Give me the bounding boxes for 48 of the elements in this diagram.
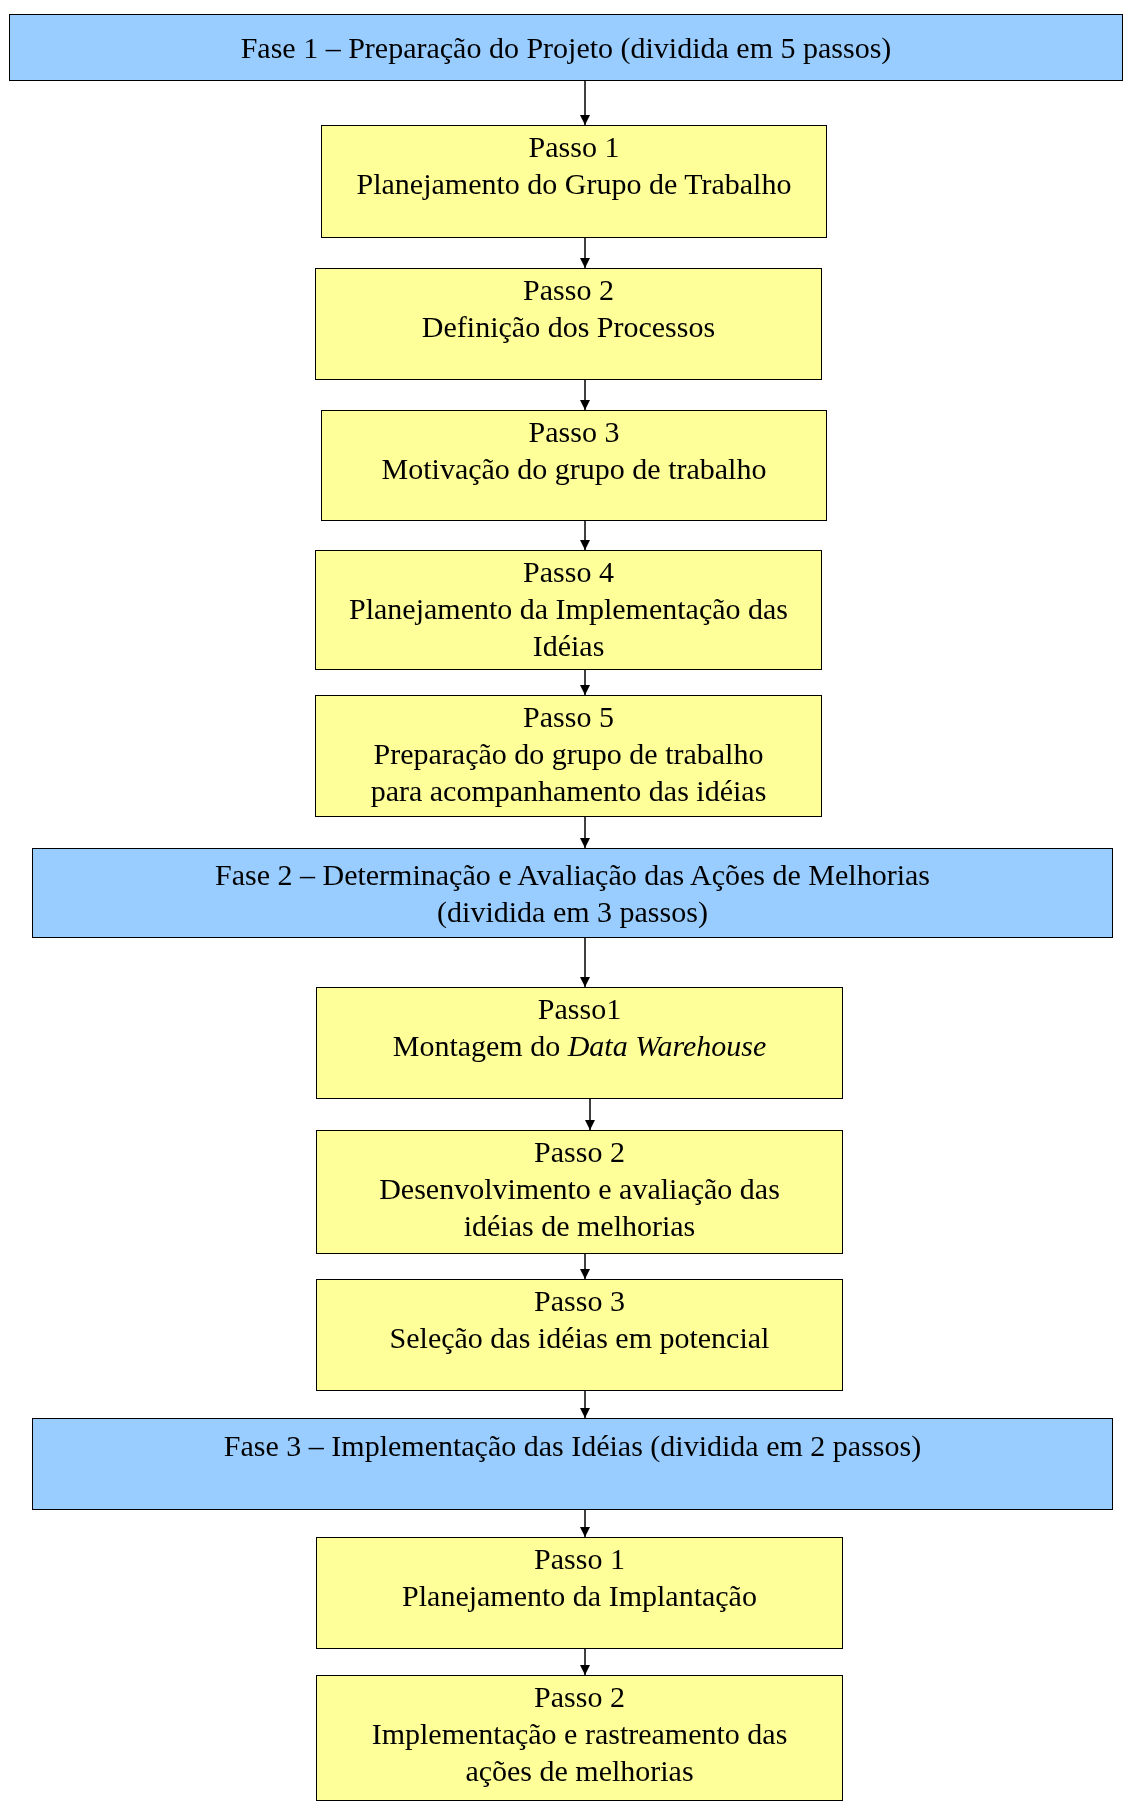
- phase-box: [32, 1418, 1113, 1510]
- step-box: [316, 1279, 843, 1391]
- step-number: Passo 1: [528, 129, 620, 165]
- step-box: [321, 125, 827, 238]
- step-number: Passo 1: [534, 1541, 625, 1577]
- step-description: Planejamento do Grupo de Trabalho: [356, 166, 792, 202]
- step-number: Passo 3: [528, 414, 620, 450]
- arrow: [580, 379, 590, 411]
- step-box: [321, 410, 827, 521]
- step-number: Passo 5: [523, 699, 614, 735]
- phase-title: Fase 3 – Implementação das Idéias (dividida em 2 passos): [223, 1428, 922, 1464]
- arrow: [580, 816, 590, 849]
- arrow: [585, 1098, 595, 1131]
- step-number: Passo 2: [534, 1134, 625, 1170]
- arrow: [580, 1253, 590, 1280]
- step-description: Montagem do Data Warehouse: [392, 1028, 767, 1064]
- step-description: Planejamento da Implantação: [402, 1578, 757, 1614]
- arrow: [580, 80, 590, 126]
- phase-title: Fase 1 – Preparação do Projeto (dividida em 5 passos): [240, 30, 892, 66]
- arrow: [580, 1648, 590, 1676]
- arrow: [580, 1390, 590, 1419]
- arrow: [580, 669, 590, 696]
- arrow: [580, 520, 590, 551]
- phase-title: Fase 2 – Determinação e Avaliação das Ações de Melhorias (dividida em 3 passos): [214, 857, 931, 930]
- step-description: Implementação e rastreamento das ações de melhorias: [370, 1716, 789, 1789]
- step-description: Definição dos Processos: [421, 309, 716, 345]
- step-box: [315, 695, 822, 817]
- step-box: [315, 550, 822, 670]
- step-description: Planejamento da Implementação das Idéias: [348, 591, 789, 664]
- step-box: [316, 1537, 843, 1649]
- step-box: [316, 987, 843, 1099]
- arrow: [580, 1509, 590, 1538]
- arrow: [580, 937, 590, 988]
- step-number: Passo 4: [523, 554, 614, 590]
- step-description: Motivação do grupo de trabalho: [381, 451, 767, 487]
- arrow: [580, 237, 590, 269]
- step-description: Desenvolvimento e avaliação das idéias de melhorias: [378, 1171, 781, 1244]
- step-description: Seleção das idéias em potencial: [389, 1320, 770, 1356]
- phase-box: [32, 848, 1113, 938]
- step-box: [316, 1675, 843, 1801]
- step-box: [316, 1130, 843, 1254]
- step-number: Passo 2: [534, 1679, 625, 1715]
- step-box: [315, 268, 822, 380]
- phase-box: [9, 14, 1123, 81]
- step-number: Passo 3: [534, 1283, 625, 1319]
- step-number: Passo 2: [523, 272, 614, 308]
- step-description: Preparação do grupo de trabalho para acompanhamento das idéias: [369, 736, 768, 809]
- step-number: Passo1: [537, 991, 622, 1027]
